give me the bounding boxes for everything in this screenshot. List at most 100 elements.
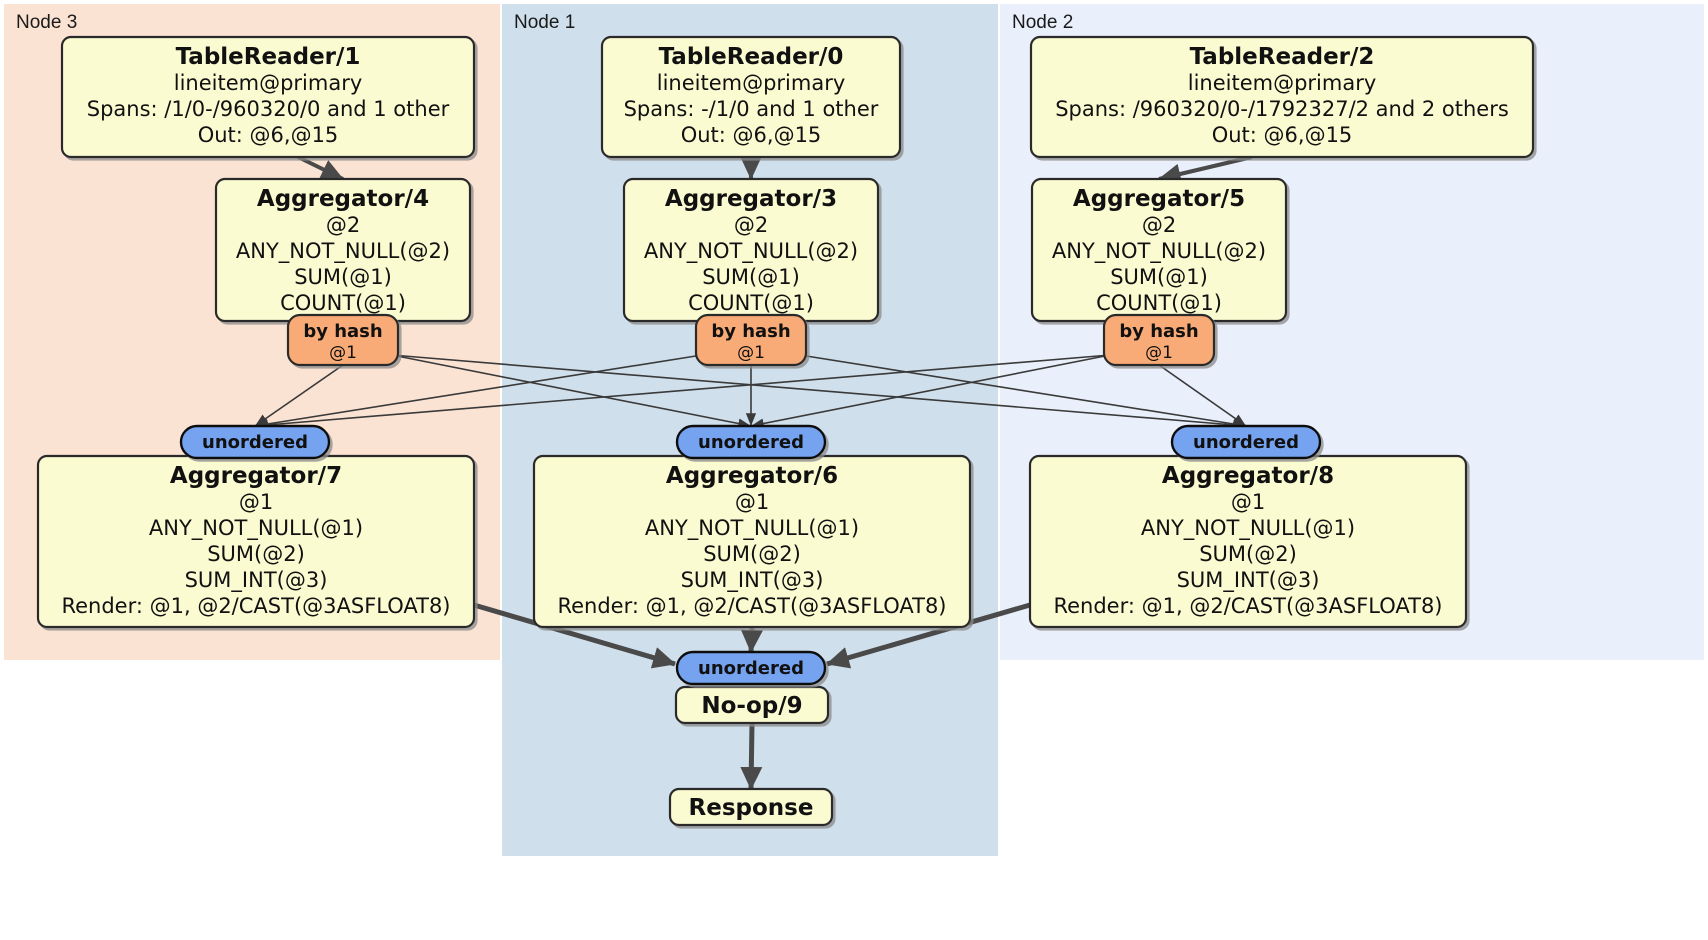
hash-router-badge[interactable] bbox=[694, 313, 808, 367]
hash-router-column: @1 bbox=[1145, 343, 1173, 363]
processor-detail-line: Spans: -/1/0 and 1 other bbox=[624, 97, 879, 121]
processor-detail-line: @2 bbox=[734, 213, 768, 237]
processor-detail-line: @1 bbox=[735, 490, 769, 514]
processor-detail-line: SUM(@2) bbox=[703, 542, 801, 566]
unordered-badge[interactable] bbox=[179, 424, 331, 460]
edge-hash4-to-unord7 bbox=[254, 364, 344, 427]
processor-agg7[interactable]: Aggregator/7@1ANY_NOT_NULL(@1)SUM(@2)SUM… bbox=[36, 454, 476, 629]
processor-detail-line: ANY_NOT_NULL(@1) bbox=[149, 516, 363, 541]
processor-detail-line: @2 bbox=[1142, 213, 1176, 237]
hash-router-column: @1 bbox=[329, 343, 357, 363]
processor-detail-line: lineitem@primary bbox=[657, 71, 846, 95]
processor-title: No-op/9 bbox=[701, 693, 802, 719]
unordered-synchronizer-unord9[interactable]: unordered bbox=[675, 650, 827, 686]
edge-agg8-to-unord9 bbox=[826, 602, 1031, 669]
processor-detail-line: @1 bbox=[239, 490, 273, 514]
processor-title: TableReader/0 bbox=[659, 44, 844, 70]
processor-detail-line: SUM_INT(@3) bbox=[185, 568, 328, 593]
processor-detail-line: SUM_INT(@3) bbox=[1177, 568, 1320, 593]
edge-agg6-to-unord9 bbox=[740, 626, 763, 653]
hash-router-column: @1 bbox=[737, 343, 765, 363]
processor-detail-line: ANY_NOT_NULL(@1) bbox=[645, 516, 859, 541]
processor-detail-line: Spans: /1/0-/960320/0 and 1 other bbox=[87, 97, 450, 121]
edge-hash4-to-unord8 bbox=[391, 354, 1247, 431]
edge-hash5-to-unord6 bbox=[750, 354, 1111, 429]
processor-detail-line: Render: @1, @2/CAST(@3ASFLOAT8) bbox=[61, 594, 450, 618]
processor-detail-line: @1 bbox=[1231, 490, 1265, 514]
unordered-synchronizer-unord6[interactable]: unordered bbox=[675, 424, 827, 460]
processor-title: Aggregator/5 bbox=[1073, 186, 1245, 212]
processor-detail-line: SUM(@2) bbox=[1199, 542, 1297, 566]
hash-router-hash4[interactable]: by hash@1 bbox=[286, 313, 400, 367]
unordered-badge[interactable] bbox=[675, 650, 827, 686]
unordered-badge[interactable] bbox=[1170, 424, 1322, 460]
unordered-synchronizer-unord7[interactable]: unordered bbox=[179, 424, 331, 460]
processor-title: TableReader/2 bbox=[1190, 44, 1375, 70]
hash-router-label: by hash bbox=[303, 321, 382, 342]
unordered-label: unordered bbox=[698, 658, 804, 679]
processor-detail-line: Spans: /960320/0-/1792327/2 and 2 others bbox=[1055, 97, 1509, 121]
processor-detail-line: lineitem@primary bbox=[174, 71, 363, 95]
processor-box[interactable] bbox=[668, 787, 834, 827]
processor-title: Aggregator/3 bbox=[665, 186, 837, 212]
panel-label: Node 2 bbox=[1012, 12, 1073, 33]
processor-box[interactable] bbox=[1029, 35, 1535, 159]
processor-detail-line: SUM(@1) bbox=[702, 265, 800, 289]
edge-tr1-to-agg4 bbox=[297, 155, 344, 181]
processor-noop9[interactable]: No-op/9 bbox=[674, 685, 830, 725]
edge-hash4-to-unord6 bbox=[391, 354, 752, 429]
unordered-badge[interactable] bbox=[675, 424, 827, 460]
hash-router-label: by hash bbox=[1119, 321, 1198, 342]
processor-title: Aggregator/6 bbox=[666, 463, 838, 489]
processor-title: Aggregator/7 bbox=[170, 463, 342, 489]
processor-detail-line: COUNT(@1) bbox=[1096, 291, 1222, 315]
processor-agg4[interactable]: Aggregator/4@2ANY_NOT_NULL(@2)SUM(@1)COU… bbox=[214, 177, 472, 323]
processor-box[interactable] bbox=[60, 35, 476, 159]
processor-detail-line: SUM_INT(@3) bbox=[681, 568, 824, 593]
processor-agg6[interactable]: Aggregator/6@1ANY_NOT_NULL(@1)SUM(@2)SUM… bbox=[532, 454, 972, 629]
processor-box[interactable] bbox=[600, 35, 902, 159]
processor-detail-line: COUNT(@1) bbox=[280, 291, 406, 315]
processor-agg5[interactable]: Aggregator/5@2ANY_NOT_NULL(@2)SUM(@1)COU… bbox=[1030, 177, 1288, 323]
processor-agg3[interactable]: Aggregator/3@2ANY_NOT_NULL(@2)SUM(@1)COU… bbox=[622, 177, 880, 323]
processor-box[interactable] bbox=[674, 685, 830, 725]
processor-detail-line: ANY_NOT_NULL(@2) bbox=[644, 239, 858, 264]
processor-detail-line: Out: @6,@15 bbox=[681, 123, 822, 147]
edge-hash5-to-unord8 bbox=[1158, 364, 1247, 427]
processor-detail-line: Out: @6,@15 bbox=[198, 123, 339, 147]
processor-detail-line: ANY_NOT_NULL(@1) bbox=[1141, 516, 1355, 541]
unordered-synchronizer-unord8[interactable]: unordered bbox=[1170, 424, 1322, 460]
hash-router-badge[interactable] bbox=[1102, 313, 1216, 367]
processor-detail-line: SUM(@2) bbox=[207, 542, 305, 566]
hash-router-hash5[interactable]: by hash@1 bbox=[1102, 313, 1216, 367]
edge-hash3-to-unord7 bbox=[254, 354, 703, 430]
processor-detail-line: ANY_NOT_NULL(@2) bbox=[1052, 239, 1266, 264]
processor-agg8[interactable]: Aggregator/8@1ANY_NOT_NULL(@1)SUM(@2)SUM… bbox=[1028, 454, 1468, 629]
unordered-label: unordered bbox=[1193, 432, 1299, 453]
processor-title: Aggregator/8 bbox=[1162, 463, 1334, 489]
hash-router-badge[interactable] bbox=[286, 313, 400, 367]
edges bbox=[254, 155, 1253, 790]
panel-label: Node 1 bbox=[514, 12, 575, 33]
processor-detail-line: Render: @1, @2/CAST(@3ASFLOAT8) bbox=[557, 594, 946, 618]
processor-detail-line: lineitem@primary bbox=[1188, 71, 1377, 95]
edge-tr2-to-agg5 bbox=[1158, 155, 1253, 185]
processor-detail-line: COUNT(@1) bbox=[688, 291, 814, 315]
processor-detail-line: Out: @6,@15 bbox=[1212, 123, 1353, 147]
edge-agg7-to-unord9 bbox=[473, 602, 676, 669]
processor-detail-line: SUM(@1) bbox=[1110, 265, 1208, 289]
processor-detail-line: @2 bbox=[326, 213, 360, 237]
edge-hash5-to-unord7 bbox=[254, 354, 1111, 431]
panel-label: Node 3 bbox=[16, 12, 77, 33]
processor-response[interactable]: Response bbox=[668, 787, 834, 827]
edge-hash3-to-unord8 bbox=[799, 354, 1247, 430]
edge-noop9-to-response bbox=[740, 722, 763, 790]
hash-router-hash3[interactable]: by hash@1 bbox=[694, 313, 808, 367]
